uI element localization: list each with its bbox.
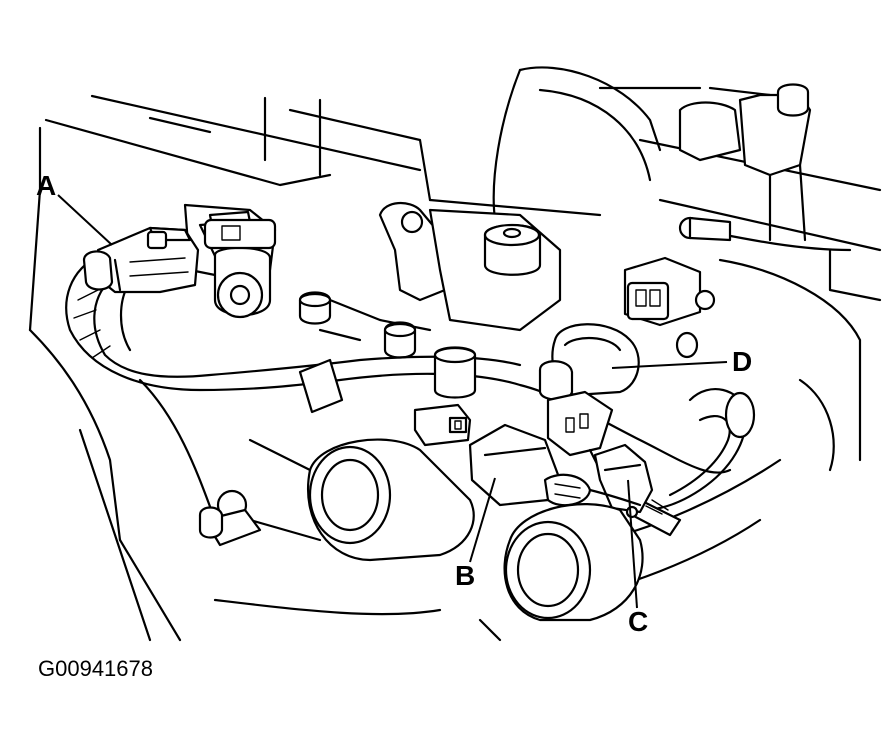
- left-solenoid: [183, 203, 277, 319]
- wire-harness: [65, 253, 756, 537]
- manifold-bracket: [298, 202, 562, 359]
- small-plug: [413, 403, 472, 447]
- callout-label-a: A: [36, 170, 57, 201]
- upper-right-connector: [623, 216, 732, 359]
- callout-label-d: D: [732, 346, 753, 377]
- lower-left-cylinder: [248, 438, 475, 562]
- callout-label-c: C: [628, 606, 649, 637]
- leader-lines: [57, 194, 728, 609]
- connector-a: [82, 226, 200, 294]
- lower-left-bolt: [198, 489, 262, 547]
- figure-id: G00941678: [38, 656, 153, 681]
- sensor-d: [538, 323, 640, 401]
- lower-center-cylinder: [503, 503, 644, 622]
- right-pipe: [678, 83, 812, 242]
- callout-label-b: B: [455, 560, 476, 591]
